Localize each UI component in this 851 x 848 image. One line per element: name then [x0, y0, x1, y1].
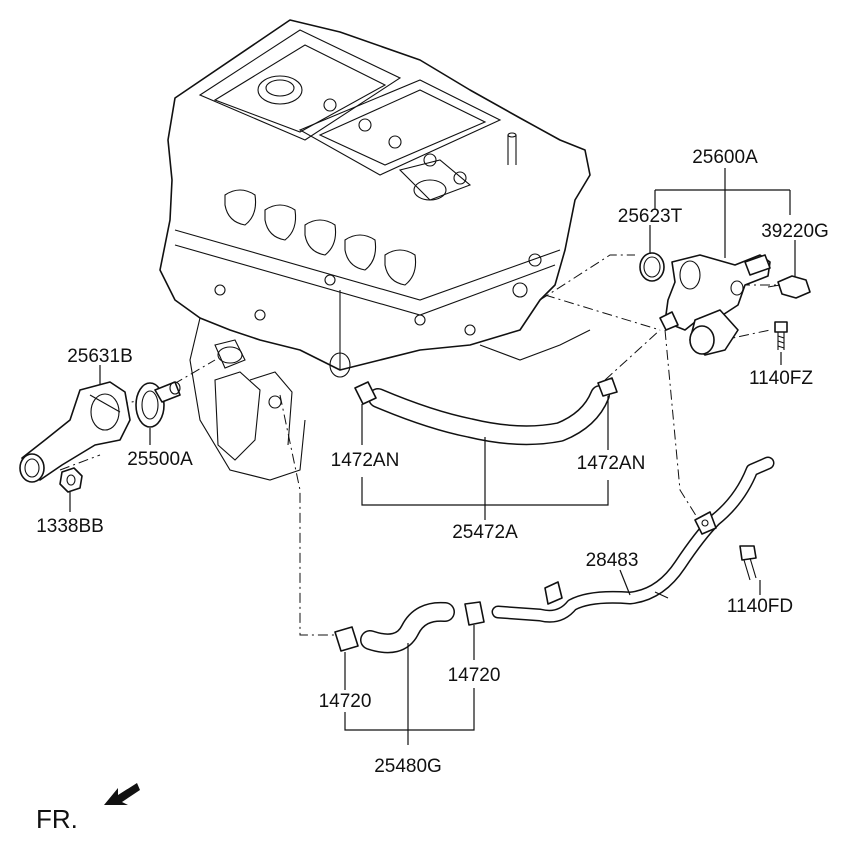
thermostat-housing-assembly — [639, 252, 771, 356]
hose-clamp-right — [597, 377, 618, 397]
label-39220g: 39220G — [761, 221, 829, 242]
label-28483: 28483 — [586, 550, 639, 571]
label-25472a: 25472A — [452, 522, 518, 543]
front-label: FR. — [36, 804, 78, 834]
thermostat-valve — [135, 381, 181, 428]
label-25480g: 25480G — [374, 756, 442, 777]
assembly-dash-lines — [59, 254, 780, 636]
label-25623t: 25623T — [618, 206, 683, 227]
bolt-1140fd — [739, 545, 757, 581]
hose-clamp-left — [354, 381, 377, 405]
temperature-sensor — [767, 275, 811, 299]
lower-hose — [360, 601, 455, 654]
label-1140fz: 1140FZ — [749, 368, 813, 389]
upper-hose — [368, 385, 610, 446]
label-25500a: 25500A — [127, 449, 193, 470]
thermostat-housing-cover — [19, 381, 131, 483]
nut-1338bb — [59, 467, 83, 493]
part-labels: 25600A 25623T 39220G 1140FZ 25631B 25500… — [36, 147, 829, 777]
engine-block — [159, 19, 591, 481]
front-arrow-icon — [104, 783, 140, 805]
label-1472an-left: 1472AN — [331, 450, 400, 471]
hose-clamp-lower-left — [334, 626, 359, 652]
label-25600a: 25600A — [692, 147, 758, 168]
bolt-1140fz — [774, 321, 788, 350]
label-1338bb: 1338BB — [36, 516, 104, 537]
label-1140fd: 1140FD — [727, 596, 793, 617]
label-1472an-right: 1472AN — [577, 453, 646, 474]
leader-lines — [69, 168, 796, 745]
hose-clamp-lower-right — [464, 601, 485, 626]
front-direction-indicator: FR. — [36, 783, 140, 834]
label-14720-left: 14720 — [319, 691, 372, 712]
label-25631b: 25631B — [67, 346, 133, 367]
label-14720-right: 14720 — [448, 665, 501, 686]
coolant-pipe — [491, 456, 775, 623]
